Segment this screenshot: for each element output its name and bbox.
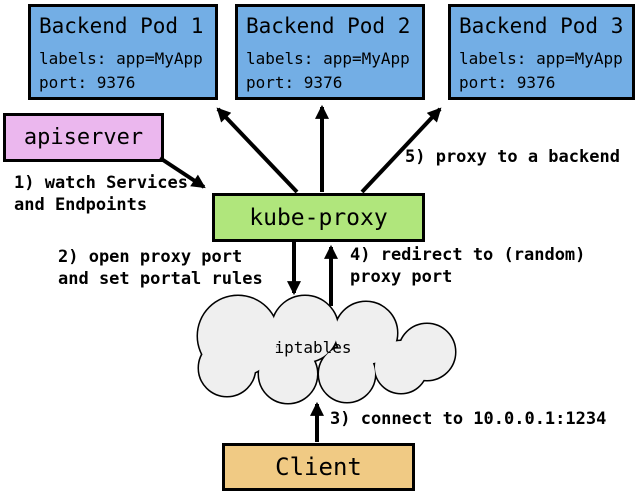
pod-2-labels: labels: app=MyApp bbox=[246, 49, 410, 68]
pod-1-port: port: 9376 bbox=[39, 73, 136, 92]
pod-1-title: Backend Pod 1 bbox=[39, 14, 204, 38]
backend-pod-2-box: Backend Pod 2 labels: app=MyApp port: 93… bbox=[235, 4, 425, 100]
client-box: Client bbox=[222, 443, 415, 491]
step-5-label: 5) proxy to a backend bbox=[405, 147, 620, 167]
pod-1-labels: labels: app=MyApp bbox=[39, 49, 203, 68]
apiserver-box: apiserver bbox=[3, 113, 164, 162]
backend-pod-3-box: Backend Pod 3 labels: app=MyApp port: 93… bbox=[448, 4, 635, 100]
pod-2-title: Backend Pod 2 bbox=[246, 14, 411, 38]
apiserver-label: apiserver bbox=[23, 125, 144, 150]
backend-pod-1-box: Backend Pod 1 labels: app=MyApp port: 93… bbox=[28, 4, 218, 100]
kube-proxy-box: kube-proxy bbox=[212, 193, 425, 242]
kube-proxy-label: kube-proxy bbox=[249, 204, 388, 231]
step-3-label: 3) connect to 10.0.0.1:1234 bbox=[330, 409, 607, 429]
step-4-label: 4) redirect to (random) proxy port bbox=[350, 245, 586, 287]
pod-3-labels: labels: app=MyApp bbox=[459, 49, 623, 68]
arrow-kube-proxy-to-pod-1 bbox=[216, 107, 299, 194]
pod-2-port: port: 9376 bbox=[246, 73, 343, 92]
step-1-label: 1) watch Services and Endpoints bbox=[14, 173, 188, 215]
client-label: Client bbox=[275, 453, 362, 481]
pod-3-port: port: 9376 bbox=[459, 73, 556, 92]
step-2-label: 2) open proxy port and set portal rules bbox=[58, 247, 263, 289]
iptables-label: iptables bbox=[274, 338, 352, 357]
pod-3-title: Backend Pod 3 bbox=[459, 14, 624, 38]
